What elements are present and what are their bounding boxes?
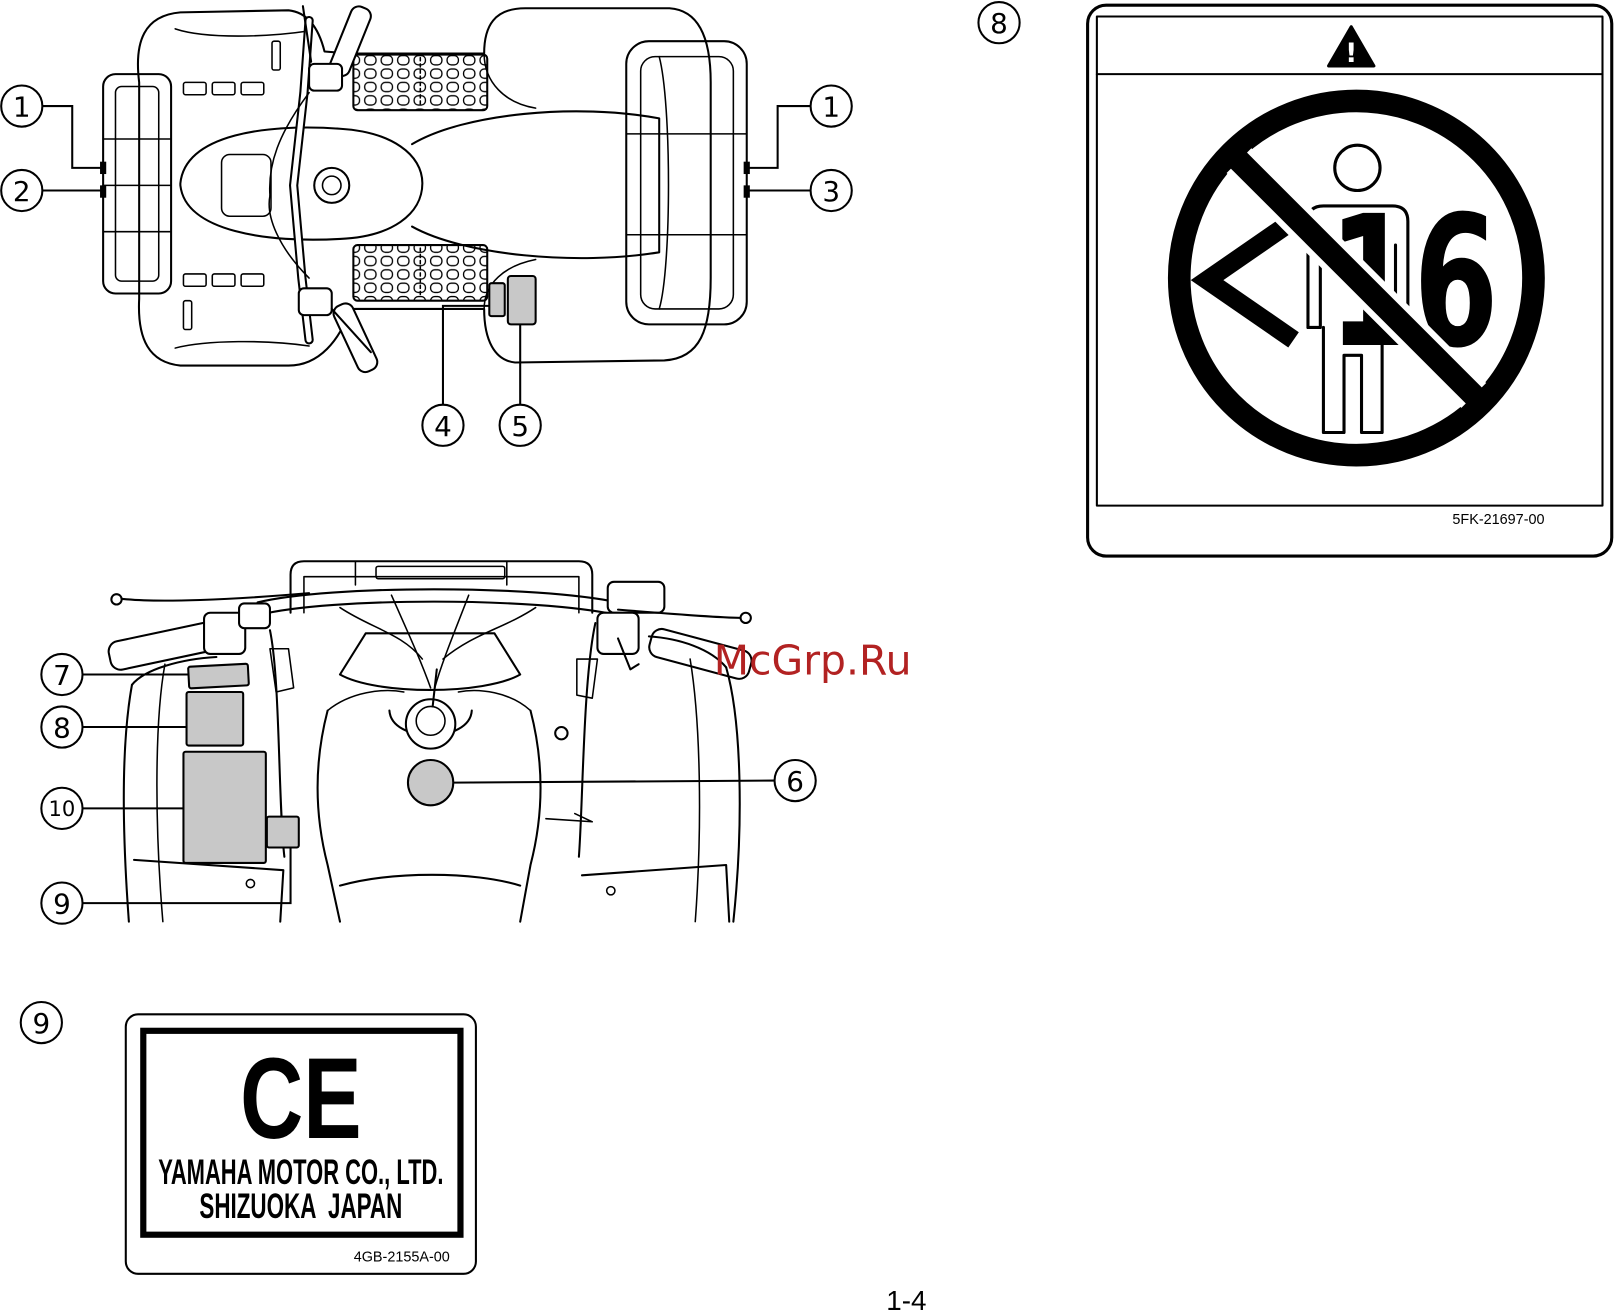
fuel-cap-inner <box>322 176 341 195</box>
page-number: 1-4 <box>886 1285 926 1314</box>
warning-exclamation: ! <box>1345 38 1357 69</box>
left-panel-hole <box>246 879 254 887</box>
grip-bottom <box>331 301 380 375</box>
front-rack-outer <box>103 74 171 293</box>
callout-number: 1 <box>822 91 840 124</box>
callout-8-warning-label: 8 <box>978 2 1019 43</box>
fender-slot-bottom <box>183 301 191 330</box>
front-vent-4 <box>183 274 206 286</box>
rear-rack-rail <box>659 57 668 309</box>
atv-top-view: 1 2 1 3 4 5 <box>1 4 852 446</box>
left-fender-outer <box>124 685 132 922</box>
rear-rack-inner <box>641 57 734 309</box>
ce-mark: CE <box>240 1035 362 1163</box>
cable-loop-2 <box>435 595 469 688</box>
callout-3: 3 <box>811 170 852 211</box>
left-side-panel <box>134 860 283 922</box>
callout-9: 9 <box>41 883 82 924</box>
right-fender-inner <box>690 659 699 922</box>
ce-label-part-number: 4GB-2155A-00 <box>354 1249 450 1265</box>
label-8-location <box>187 692 244 746</box>
callout-1-left: 1 <box>1 85 42 126</box>
callout-number: 8 <box>53 712 71 745</box>
cable-loop-1 <box>391 595 430 688</box>
tank-side-tab <box>546 814 592 822</box>
callout-10: 10 <box>41 788 82 829</box>
callout-8: 8 <box>41 706 82 747</box>
callout-number: 8 <box>990 7 1008 40</box>
atv-front-view: 7 8 10 9 6 <box>41 561 815 923</box>
front-cowl <box>340 633 520 690</box>
callout-number: 1 <box>13 91 31 124</box>
switch-housing-top <box>309 64 342 91</box>
left-fender-inner <box>157 664 165 921</box>
callout-number: 4 <box>434 410 452 443</box>
callout-5: 5 <box>500 405 541 446</box>
ce-location: SHIZUOKA JAPAN <box>199 1187 402 1226</box>
tank-screw <box>555 727 567 739</box>
leader-line-6 <box>453 781 774 783</box>
fender-slot-top <box>272 41 280 70</box>
callout-number: 10 <box>49 797 76 822</box>
leader-line-4 <box>443 306 489 405</box>
callout-4: 4 <box>422 405 463 446</box>
callout-7: 7 <box>41 654 82 695</box>
label-6-location <box>408 760 453 805</box>
right-lever-knob <box>741 613 751 623</box>
warning-label-part-number: 5FK-21697-00 <box>1452 512 1544 528</box>
rear-rack-inner-rail <box>304 577 579 613</box>
tank-right-side <box>520 711 540 922</box>
label-9-location <box>267 817 299 848</box>
handlebar-upper <box>258 589 618 602</box>
right-switch-housing <box>597 613 638 654</box>
left-brake-lever <box>118 593 310 600</box>
label-4-location <box>489 283 504 316</box>
front-vent-5 <box>212 274 235 286</box>
callout-number: 6 <box>786 765 804 798</box>
tank-left-side <box>318 711 340 922</box>
watermark: McGrp.Ru <box>714 637 912 685</box>
callout-number: 5 <box>511 410 529 443</box>
rear-fender-line-top <box>484 54 535 109</box>
leader-line-1-left <box>42 106 103 168</box>
callout-number: 7 <box>53 659 71 692</box>
right-side-panel <box>582 865 729 922</box>
front-rack-inner <box>115 87 158 282</box>
rear-rack-outer <box>626 41 746 324</box>
callout-6: 6 <box>775 760 816 801</box>
leader-line-1-right <box>747 106 811 168</box>
right-panel-hole <box>607 887 615 895</box>
ce-label: CE YAMAHA MOTOR CO., LTD. SHIZUOKA JAPAN… <box>126 1014 476 1274</box>
right-master-cylinder <box>608 582 665 613</box>
less-than-symbol <box>1207 220 1294 339</box>
front-fender-bottom-line <box>175 342 309 348</box>
callout-number: 2 <box>13 175 31 208</box>
callout-number: 3 <box>822 175 840 208</box>
label-5-location <box>508 276 536 324</box>
left-lever-knob <box>111 594 121 604</box>
callout-number: 9 <box>32 1007 50 1040</box>
seat <box>412 111 659 258</box>
label-10-location <box>183 752 265 863</box>
callout-number: 9 <box>53 888 71 921</box>
callout-2: 2 <box>1 170 42 211</box>
fuel-cap-outer <box>314 168 349 203</box>
warning-label: ! 16 5FK-21697-00 <box>1088 5 1612 556</box>
left-master-cylinder <box>239 603 270 628</box>
front-vent-6 <box>241 274 264 286</box>
handlebar-lower <box>260 602 616 615</box>
switch-housing-bottom <box>299 288 332 315</box>
label-7-location <box>188 664 249 689</box>
front-vent-3 <box>241 82 264 94</box>
seat-front-edge <box>340 875 520 886</box>
front-vent-2 <box>212 82 235 94</box>
tank-top-left <box>328 691 404 711</box>
tank-top-right <box>458 691 530 711</box>
callout-9-ce-label: 9 <box>21 1002 62 1043</box>
front-vent-1 <box>183 82 206 94</box>
callout-1-right: 1 <box>811 85 852 126</box>
instrument-panel <box>222 154 271 216</box>
front-fender-top-line <box>175 29 309 36</box>
